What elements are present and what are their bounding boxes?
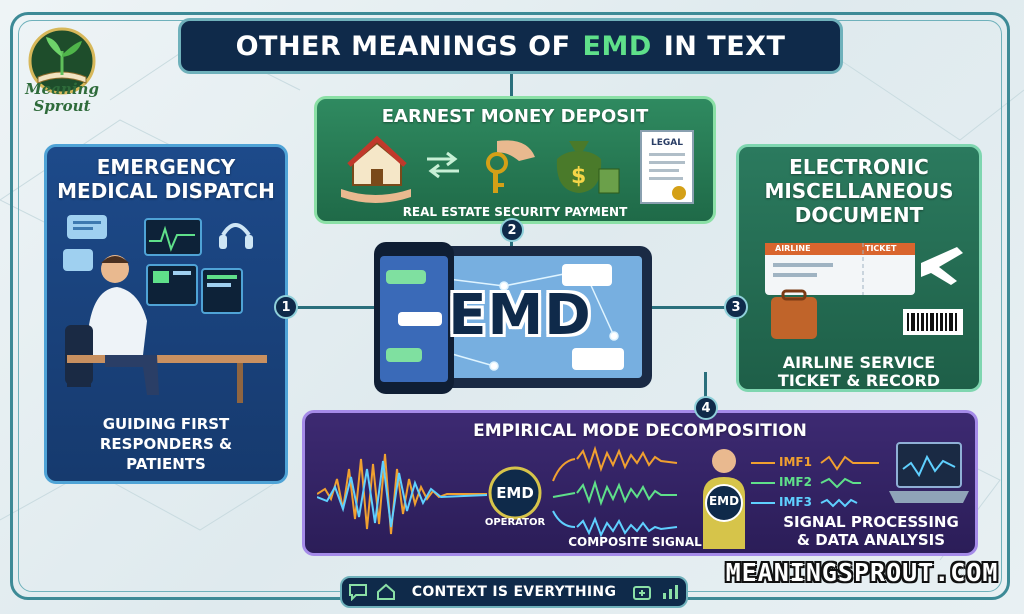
deposit-title: EARNEST MONEY DEPOSIT (381, 106, 649, 127)
document-title-line1: ELECTRONIC (789, 155, 929, 179)
panel-earnest-money-deposit: EARNEST MONEY DEPOSIT $ (314, 96, 716, 224)
signal-caption: COMPOSITE SIGNAL (568, 535, 702, 549)
document-title-line3: DOCUMENT (794, 203, 924, 227)
badge-2: 2 (500, 218, 524, 242)
ticket-airline-label: AIRLINE (775, 244, 811, 253)
dispatch-title-line1: EMERGENCY (96, 155, 236, 179)
imf-arrows-icon (751, 455, 879, 508)
exchange-arrows-icon (427, 151, 459, 179)
badge-3: 3 (724, 295, 748, 319)
page-title: OTHER MEANINGS OF EMD IN TEXT (178, 18, 843, 74)
house-in-hand-icon (341, 135, 411, 203)
chat-bubble-icon (348, 584, 367, 601)
tablet-device-icon (384, 246, 652, 388)
svg-text:$: $ (571, 164, 586, 189)
decomposition-title: EMPIRICAL MODE DECOMPOSITION (473, 421, 807, 441)
badge-4: 4 (694, 396, 718, 420)
composite-signal-wave-icon (317, 453, 487, 535)
title-suffix: IN TEXT (663, 30, 786, 62)
document-caption-line2: TICKET & RECORD (777, 371, 941, 390)
connector-to-title (510, 72, 513, 98)
ticket-label: TICKET (865, 244, 897, 253)
logo-word-top: Meaning (25, 80, 99, 98)
bar-chart-icon (663, 585, 679, 599)
document-title-line2: MISCELLANEOUS (764, 179, 954, 203)
dispatch-title-line2: MEDICAL DISPATCH (57, 179, 275, 203)
operator-circle-icon (488, 466, 542, 520)
deposit-caption: REAL ESTATE SECURITY PAYMENT (402, 205, 628, 219)
laptop-icon (889, 442, 969, 503)
imf1-label: IMF1 (779, 455, 812, 469)
connector-to-dispatch (286, 306, 378, 309)
connector-to-decomposition (704, 372, 707, 412)
panel-emergency-medical-dispatch: EMERGENCY MEDICAL DISPATCH GUIDING FIRST… (44, 144, 288, 484)
legal-document-icon (640, 130, 694, 204)
panel-empirical-mode-decomposition: EMPIRICAL MODE DECOMPOSITION EMD OPERATO… (302, 410, 978, 556)
footer-banner: CONTEXT IS EVERYTHING (340, 576, 688, 608)
center-emd-label: EMD (448, 283, 592, 348)
panel-electronic-miscellaneous-document: ELECTRONIC MISCELLANEOUS DOCUMENT AIRLIN… (736, 144, 982, 392)
connector-to-document (650, 306, 738, 309)
title-accent: EMD (582, 30, 652, 62)
person-emd-label: EMD (708, 494, 740, 508)
medical-kit-icon (633, 586, 652, 600)
imf3-label: IMF3 (779, 495, 812, 509)
keys-in-hand-icon (486, 140, 535, 193)
decomposition-caption-line2: & DATA ANALYSIS (796, 531, 946, 549)
smartphone-device-icon (374, 242, 454, 394)
home-icon (376, 583, 395, 600)
money-bags-icon: $ (556, 141, 620, 194)
sprout-logo-icon (28, 27, 96, 95)
operator-emd-label: EMD (496, 484, 534, 502)
dispatcher-illustration-icon (63, 215, 267, 403)
badge-1: 1 (274, 295, 298, 319)
dispatch-caption-line2: RESPONDERS & (99, 435, 233, 453)
operator-caption: OPERATOR (484, 517, 546, 528)
person-figure-icon (703, 449, 745, 549)
airline-ticket-icon (765, 243, 963, 339)
website-watermark: MEANINGSPROUT.COM (725, 558, 999, 587)
decomposition-caption-line1: SIGNAL PROCESSING (783, 513, 959, 531)
dispatch-caption-line1: GUIDING FIRST (102, 415, 230, 433)
decomposed-waves-icon (552, 445, 678, 538)
logo-word-bottom: Sprout (33, 97, 91, 115)
dispatch-caption-line3: PATIENTS (126, 455, 206, 473)
footer-text: CONTEXT IS EVERYTHING (411, 584, 617, 600)
imf2-label: IMF2 (779, 475, 812, 489)
title-prefix: OTHER MEANINGS OF (235, 30, 571, 62)
legal-doc-label: LEGAL (651, 138, 683, 148)
document-caption-line1: AIRLINE SERVICE (782, 353, 936, 372)
